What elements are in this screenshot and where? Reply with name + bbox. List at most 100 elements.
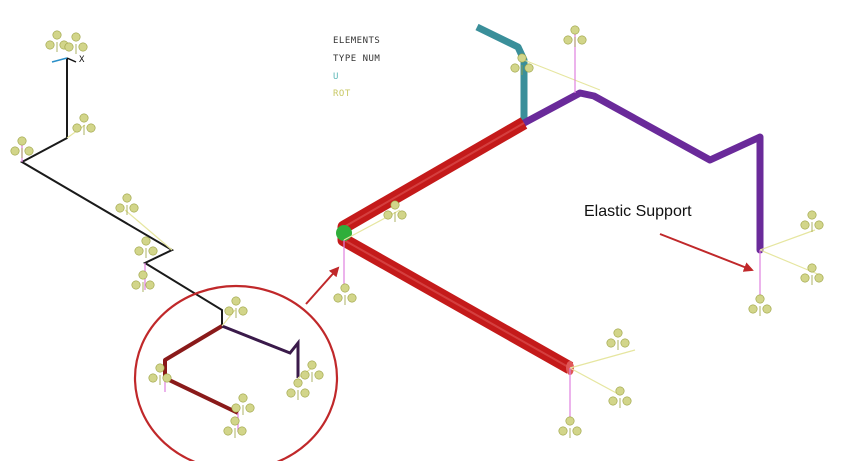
small-purple-pipe xyxy=(221,324,300,378)
constraint-leaf xyxy=(86,123,96,133)
constraint-leaf xyxy=(800,220,810,230)
constraint-symbol xyxy=(45,30,69,52)
constraint-symbol xyxy=(800,210,824,232)
constraint-leaf xyxy=(148,246,158,256)
constraint-symbol xyxy=(224,296,248,318)
support-line xyxy=(569,349,636,369)
constraint-leaf xyxy=(390,200,400,210)
constraint-leaf xyxy=(72,123,82,133)
constraint-leaf xyxy=(230,416,240,426)
constraint-leaf xyxy=(79,113,89,123)
constraint-leaf xyxy=(807,210,817,220)
constraint-symbol xyxy=(64,32,88,54)
constraint-symbol xyxy=(131,270,155,292)
constraint-symbol xyxy=(558,416,582,438)
constraint-symbol xyxy=(563,25,587,47)
detail-callout xyxy=(133,233,754,461)
constraint-leaf xyxy=(383,210,393,220)
constraint-leaf xyxy=(17,136,27,146)
constraint-leaf xyxy=(814,273,824,283)
constraint-symbol xyxy=(231,393,255,415)
zoomed-pipe-system xyxy=(163,23,764,415)
constraint-leaf xyxy=(565,416,575,426)
triad-x-axis xyxy=(66,57,77,63)
constraint-leaf xyxy=(24,146,34,156)
constraint-leaf xyxy=(115,203,125,213)
constraint-leaf xyxy=(238,306,248,316)
legend-title: ELEMENTS xyxy=(333,36,381,46)
constraint-leaf xyxy=(131,280,141,290)
elastic-support-label: Elastic Support xyxy=(584,203,692,220)
legend-u: U xyxy=(333,72,339,82)
constraint-leaf xyxy=(620,338,630,348)
constraint-leaf xyxy=(71,32,81,42)
zoom-arrow xyxy=(305,266,340,305)
support-markers xyxy=(21,30,821,432)
constraint-leaf xyxy=(238,393,248,403)
constraint-leaf xyxy=(129,203,139,213)
constraint-symbol xyxy=(608,386,632,408)
detail-circle xyxy=(133,284,339,461)
support-line xyxy=(759,229,816,251)
constraint-leaf xyxy=(615,386,625,396)
constraint-symbol xyxy=(115,193,139,215)
constraint-leaf xyxy=(608,396,618,406)
constraint-leaf xyxy=(622,396,632,406)
constraint-leaf xyxy=(300,370,310,380)
constraint-leaf xyxy=(397,210,407,220)
constraint-symbol xyxy=(800,263,824,285)
constraint-symbol xyxy=(748,294,772,316)
constraint-leaf xyxy=(237,426,247,436)
constraint-leaf xyxy=(223,426,233,436)
constraint-symbol xyxy=(134,236,158,258)
constraint-leaf xyxy=(517,53,527,63)
constraint-leaf xyxy=(231,296,241,306)
constraint-leaf xyxy=(52,30,62,40)
constraint-leaf xyxy=(64,42,74,52)
constraint-leaf xyxy=(814,220,824,230)
constraint-symbol xyxy=(286,378,310,400)
constraint-leaf xyxy=(45,40,55,50)
constraint-leaf xyxy=(606,338,616,348)
constraint-leaf xyxy=(138,270,148,280)
constraint-leaf xyxy=(141,236,151,246)
legend-rot: ROT xyxy=(333,89,351,99)
constraint-leaf xyxy=(563,35,573,45)
constraint-leaf xyxy=(510,63,520,73)
constraint-leaf xyxy=(78,42,88,52)
legend-type-num: TYPE NUM xyxy=(333,54,381,64)
support-line xyxy=(569,367,621,396)
support-line xyxy=(124,209,173,251)
constraint-symbol xyxy=(383,200,407,222)
small-red-pipe xyxy=(163,324,239,415)
constraint-leaf xyxy=(762,304,772,314)
triad-axis xyxy=(51,57,68,63)
constraint-leaf xyxy=(755,294,765,304)
red-pipe-segment xyxy=(337,117,574,374)
left-pipe-system: X xyxy=(19,55,299,378)
constraint-leaf xyxy=(293,378,303,388)
triad-x-label: X xyxy=(79,55,85,65)
constraint-leaf xyxy=(347,293,357,303)
constraint-symbol xyxy=(72,113,96,135)
constraint-leaf xyxy=(245,403,255,413)
constraint-leaf xyxy=(570,25,580,35)
constraint-leaf xyxy=(122,193,132,203)
constraint-symbol xyxy=(148,363,172,385)
constraint-leaf xyxy=(224,306,234,316)
constraint-leaf xyxy=(524,63,534,73)
constraint-leaf xyxy=(307,360,317,370)
constraint-leaf xyxy=(613,328,623,338)
constraint-leaf xyxy=(558,426,568,436)
constraint-symbol xyxy=(10,136,34,158)
constraint-leaf xyxy=(333,293,343,303)
constraint-leaf xyxy=(577,35,587,45)
constraint-leaf xyxy=(10,146,20,156)
constraint-leaf xyxy=(145,280,155,290)
constraint-leaf xyxy=(572,426,582,436)
constraint-symbol xyxy=(300,360,324,382)
thin-pipe-run xyxy=(19,58,299,378)
constraint-leaf xyxy=(134,246,144,256)
constraint-symbol xyxy=(606,328,630,350)
